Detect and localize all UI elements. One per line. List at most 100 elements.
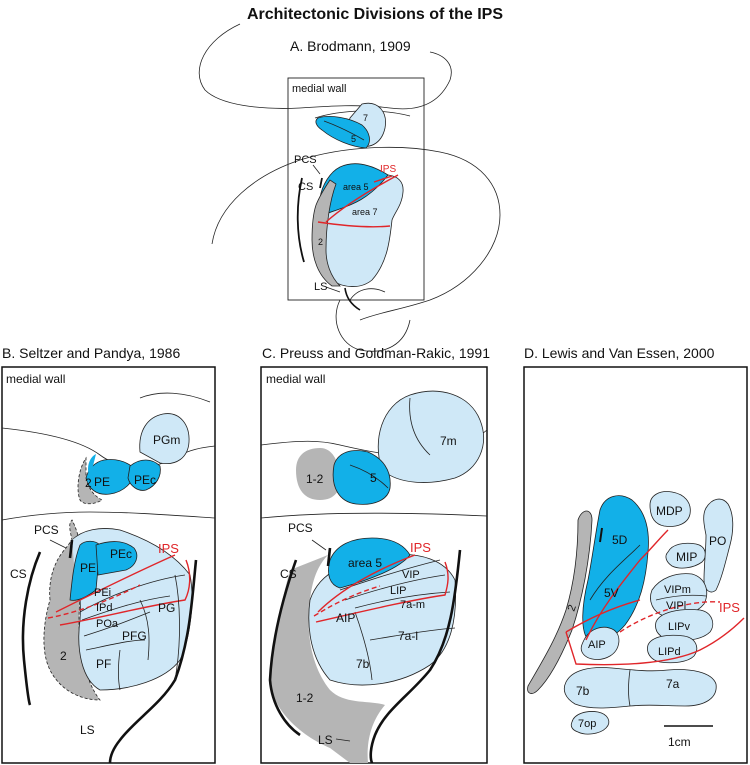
label-area-5-medial: 5 [351,134,356,144]
label-ips-b: IPS [158,541,179,556]
panel-b-frame [1,366,216,764]
sulcus-mark-d [599,527,603,543]
area-1-2-lateral [270,555,385,763]
panel-b-title: B. Seltzer and Pandya, 1986 [2,345,181,361]
label-1-2-medial: 1-2 [306,472,324,486]
panel-d-frame [523,366,748,764]
label-7a-d: 7a [666,677,680,691]
area-5-medial [315,116,370,149]
area-5-medial-line-c [349,464,389,489]
label-pcs-a: PCS [294,154,317,166]
pcs-pointer-c [311,539,327,551]
panel-a: medial wall 7 5 PCS IPS CS area 5 area 7… [198,23,501,352]
label-pcs-c: PCS [288,521,313,535]
label-area2-d: 2 [566,603,579,613]
area-pe-medial-tip [88,454,96,478]
temporal-inner-line [349,288,386,301]
area-7b-7a-boundary [628,669,631,707]
label-pe-lateral: PE [80,561,96,575]
area-mip [665,542,706,569]
label-7op: 7op [578,718,596,730]
area-2-medial [77,456,103,505]
poa-line [83,611,151,637]
label-cs-c: CS [280,567,297,581]
label-5-medial-c: 5 [370,471,377,485]
temporal-outline [335,299,411,352]
label-ips-c: IPS [410,540,431,555]
ips-line-a-upper [325,174,399,223]
pg-boundary [139,599,150,661]
midline-c [260,512,488,519]
label-7m: 7m [440,434,457,448]
area-7b-7a [563,667,717,709]
label-pec-medial: PEc [134,473,156,487]
label-ls-c: LS [318,733,333,747]
label-pei: PEi [94,587,111,599]
label-area2-medial-b: 2 [85,476,92,490]
ips-c-upper [317,554,416,613]
ips-b-lower [59,559,191,626]
midline-b [1,511,216,521]
label-5v: 5V [604,586,619,600]
label-pcs-b: PCS [34,523,59,537]
label-lipv: LIPv [668,621,691,633]
label-5d: 5D [612,533,628,547]
area-pgm [139,413,190,465]
ips-c-lower [315,561,449,623]
pcs-mark-b [68,539,74,559]
panel-c-title: C. Preuss and Goldman-Rakic, 1991 [262,345,490,361]
ips-d-lower [565,617,745,666]
ips-line-a-lower [317,221,391,228]
medial-wall-label-c: medial wall [266,372,325,386]
lip-boundary [344,574,446,601]
ips-d-dashed [619,601,721,633]
label-aip-d: AIP [588,639,606,651]
7am-boundary [354,591,451,609]
label-vip: VIP [402,569,420,581]
panel-d-title: D. Lewis and Van Essen, 2000 [524,345,715,361]
panel-d: MDP 5D MIP PO 5V VIPm VIPl IPS 2 LIPv AI… [523,366,748,764]
label-pgm: PGm [153,433,180,447]
label-ips-d: IPS [719,600,740,615]
label-vipm: VIPm [664,584,691,596]
area-po [703,498,734,593]
label-area2-lateral-b: 2 [60,649,67,663]
area-5d-5v [582,495,649,643]
label-area2-a: 2 [318,237,323,247]
label-pf: PF [96,657,111,671]
area-2-d [527,510,593,694]
label-area5-a: area 5 [343,182,369,192]
label-7al: 7a-l [398,629,418,643]
pcs-mark-c [326,547,332,567]
area-5d-5v-boundary [589,544,641,601]
pf-boundary [118,649,121,691]
lateral-sulcus-c [369,549,462,764]
area-7op [570,711,610,735]
panel-b: medial wall PGm PE PEc 2 PCS PEc IPS CS … [1,366,216,764]
area-5-medial-line [323,120,365,141]
ips-line-a-tip [373,175,393,183]
label-1-2-lateral: 1-2 [296,691,314,705]
aip-7b-boundary [354,611,373,681]
label-pec-lateral: PEc [110,547,132,561]
label-area5-c: area 5 [348,556,382,570]
area-pec-lateral [95,541,138,576]
label-lip: LIP [390,585,407,597]
label-pfg: PFG [122,629,147,643]
panel-a-title: A. Brodmann, 1909 [290,38,411,54]
label-poa: POa [96,618,119,630]
vipm-vipl-boundary [655,594,707,601]
label-area-7-medial: 7 [363,113,368,123]
area-5-medial-c [332,450,391,505]
panel-c: medial wall 1-2 5 7m PCS IPS CS area 5 V… [260,366,488,764]
medial-hemisphere-outline [198,23,452,110]
ls-bank-b [174,574,180,681]
area-lipv [655,609,714,642]
panel-a-frame [287,77,425,301]
medial-sulcus-b [139,392,211,403]
area-7m [377,390,484,483]
area-7m-inner-line [409,397,431,456]
label-pe-medial: PE [94,475,110,489]
label-mip: MIP [676,550,697,564]
